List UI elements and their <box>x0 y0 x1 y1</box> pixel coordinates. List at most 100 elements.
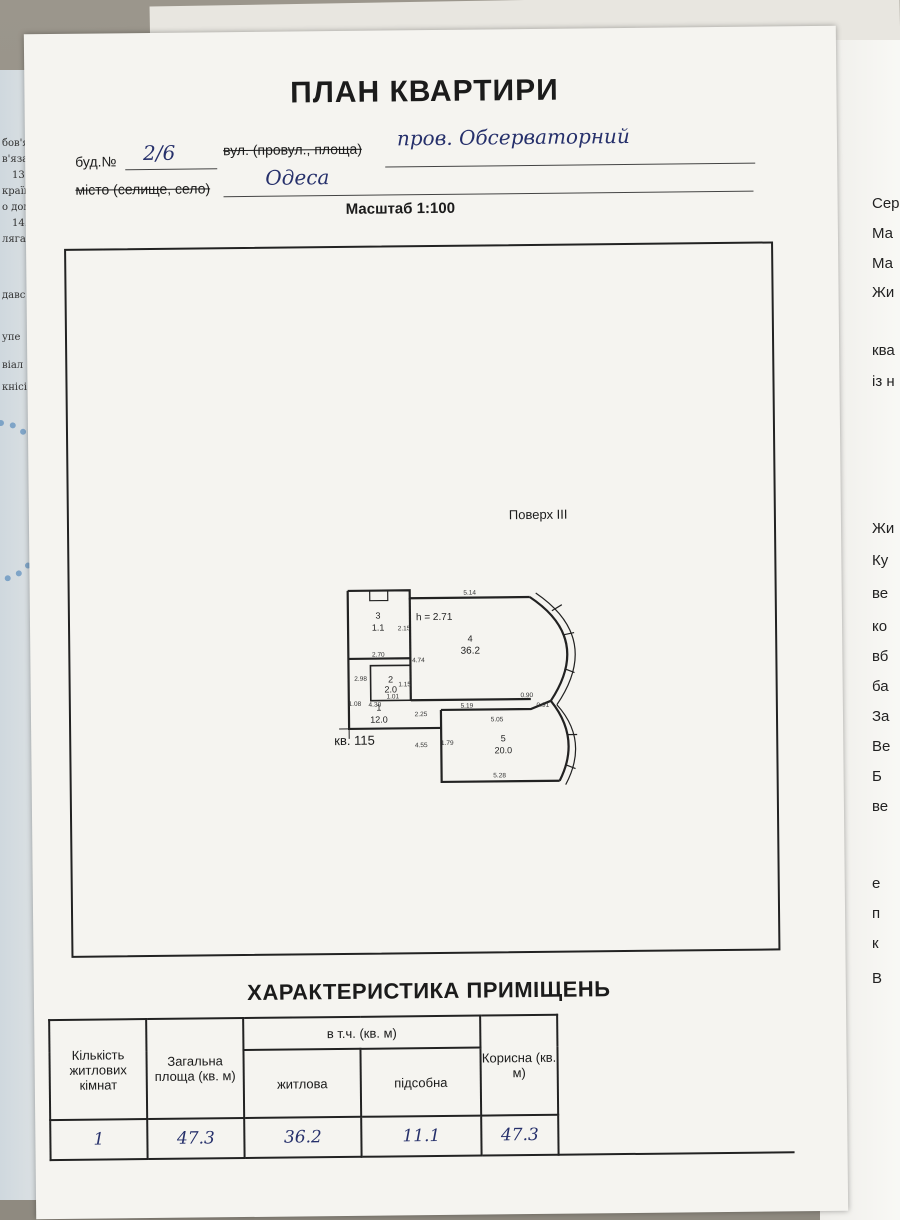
room-area: 12.0 <box>370 715 388 725</box>
floor-label: Поверх III <box>508 506 568 523</box>
right-text-fragment: Сер <box>872 195 900 212</box>
header-rooms-count: Кількість житлових кімнат <box>49 1019 148 1121</box>
street-value: пров. Обсерваторний <box>396 123 630 151</box>
city-label: місто (селище, село) <box>75 180 211 198</box>
dimension-label: 0.91 <box>537 702 550 709</box>
city-label-row: місто (селище, село) <box>75 180 210 197</box>
left-text-fragment: упе <box>2 332 21 343</box>
dimension-label: 2.15 <box>398 625 411 632</box>
right-text-fragment: ко <box>872 618 888 635</box>
left-text-fragment: 13. <box>12 170 28 181</box>
right-text-fragment: ба <box>872 678 889 695</box>
room-number: 3 <box>375 611 380 621</box>
right-text-fragment: Ма <box>872 255 894 272</box>
partition <box>348 657 411 661</box>
right-text-fragment: е <box>872 875 881 892</box>
left-text-fragment: в'яза <box>2 154 29 165</box>
room-area: 2.0 <box>384 684 397 694</box>
right-text-fragment: За <box>872 708 890 725</box>
right-text-fragment: Ве <box>872 738 891 755</box>
building-underline <box>125 168 218 171</box>
dimension-label: 1.15 <box>398 681 411 688</box>
right-text-fragment: ве <box>872 585 889 602</box>
city-value: Одеса <box>265 165 330 190</box>
value-rooms-count: 1 <box>50 1119 148 1161</box>
right-text-fragment: Жи <box>872 284 895 301</box>
apartment-plan-sheet: ПЛАН КВАРТИРИ буд.№ 2/6 вул. (провул., п… <box>23 25 849 1220</box>
partition <box>410 697 531 702</box>
street-label: вул. (провул., площа) <box>222 140 363 159</box>
bay-window-wall <box>549 700 570 782</box>
dimension-label: 4.55 <box>415 742 428 749</box>
right-text-fragment: ве <box>872 798 889 815</box>
left-text-fragment: давс <box>2 290 26 301</box>
wall <box>439 709 560 784</box>
right-text-fragment: із н <box>872 373 895 390</box>
apartment-label: кв. 115 <box>334 732 375 749</box>
empty-cell <box>557 1012 795 1155</box>
wall <box>347 589 530 600</box>
right-text-fragment: ква <box>872 342 895 359</box>
header-including: в т.ч. (кв. м) <box>243 1015 481 1051</box>
street-underline <box>385 162 756 168</box>
right-text-fragment: Ку <box>872 552 889 569</box>
right-text-fragment: Б <box>872 768 882 785</box>
document-title: ПЛАН КВАРТИРИ <box>290 73 559 110</box>
dimension-label: 2.25 <box>415 711 428 718</box>
ceiling-height: h = 2.71 <box>416 612 453 623</box>
dimension-label: 4.30 <box>368 702 381 709</box>
left-text-fragment: кнісі <box>2 382 27 393</box>
dimension-label: 2.70 <box>372 652 385 659</box>
dimension-label: 1.79 <box>441 740 454 747</box>
dimension-label: 5.19 <box>461 703 474 710</box>
building-label: буд.№ <box>75 153 117 170</box>
left-text-fragment: 14. <box>12 218 28 229</box>
header-living-area: житлова <box>243 1048 362 1119</box>
value-living-area: 36.2 <box>244 1116 362 1159</box>
entry-mark <box>339 718 362 739</box>
partition <box>440 699 552 712</box>
left-text-fragment: країн <box>2 186 31 197</box>
building-number-value: 2/6 <box>142 140 176 166</box>
room-number: 2 <box>388 674 393 684</box>
left-text-fragment: ляган <box>2 234 33 245</box>
room-number: 1 <box>376 703 381 713</box>
right-text-fragment: вб <box>872 648 889 665</box>
dimension-label: 1.08 <box>348 701 361 708</box>
niche <box>369 590 389 602</box>
value-useful-area: 47.3 <box>481 1114 559 1156</box>
right-text-fragment: к <box>872 935 879 952</box>
bay-window-outer <box>556 704 577 785</box>
left-text-fragment: о дом <box>2 202 32 213</box>
header-auxiliary-area: підсобна <box>360 1047 482 1117</box>
room-area: 20.0 <box>495 745 513 755</box>
room-number: 5 <box>501 733 506 743</box>
header-useful-area: Корисна (кв. м) <box>480 1014 559 1116</box>
scale-label: Масштаб 1:100 <box>345 199 456 218</box>
room-area: 36.2 <box>461 646 481 657</box>
dimension-label: 5.14 <box>463 590 476 597</box>
dimension-label: 1.01 <box>386 693 399 700</box>
street-label-row: вул. (провул., площа) <box>223 141 362 158</box>
dimension-label: 4.74 <box>412 657 425 664</box>
characteristics-table: Кількість житлових кімнат Загальна площа… <box>48 1011 795 1161</box>
right-text-fragment: Ма <box>872 225 894 242</box>
header-total-area: Загальна площа (кв. м) <box>146 1018 245 1120</box>
value-total-area: 47.3 <box>147 1118 245 1160</box>
room-area: 1.1 <box>372 623 385 633</box>
dimension-label: 0.90 <box>520 692 533 699</box>
floor-plan-drawing: 3 1.1 4 36.2 h = 2.71 2 2.0 1 12.0 5 20.… <box>339 589 578 785</box>
right-text-fragment: п <box>872 905 881 922</box>
dimension-label: 5.05 <box>491 716 504 723</box>
address-row-building: буд.№ <box>75 153 116 169</box>
dimension-label: 5.28 <box>493 772 506 779</box>
right-text-fragment: В <box>872 970 883 987</box>
left-text-fragment: бов'яз <box>2 138 35 149</box>
room-number: 4 <box>468 634 473 644</box>
bay-window-wall <box>529 596 569 702</box>
window-ticks <box>551 604 578 770</box>
right-text-fragment: Жи <box>872 520 895 537</box>
characteristics-title: ХАРАКТЕРИСТИКА ПРИМІЩЕНЬ <box>247 976 611 1005</box>
city-underline <box>223 190 754 198</box>
bay-window-outer <box>535 592 576 706</box>
